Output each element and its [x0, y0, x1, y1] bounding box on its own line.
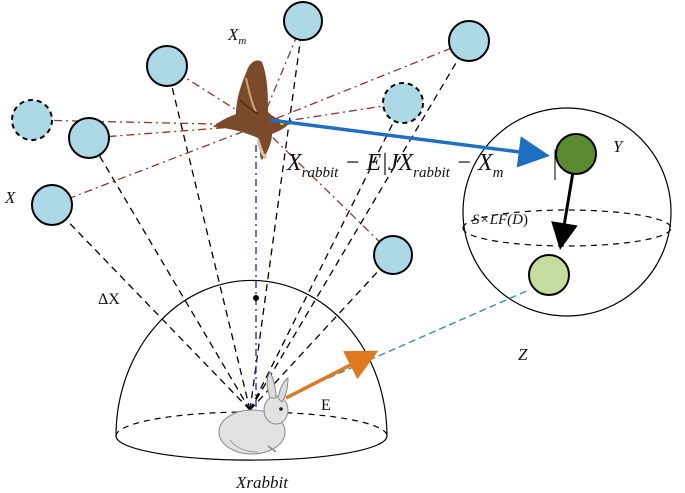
node	[448, 20, 490, 62]
search-sphere	[462, 107, 672, 317]
hawk-label: Xm	[227, 25, 246, 47]
e-label: E	[321, 397, 331, 414]
hawk-illustration	[213, 60, 290, 160]
rabbit-label: Xrabbit	[235, 473, 289, 492]
y-to-z-arrow	[551, 171, 578, 250]
candidate-nodes	[11, 1, 490, 275]
node	[373, 235, 413, 275]
x-label: X	[4, 188, 16, 207]
node	[31, 184, 73, 226]
orange-arrow	[285, 350, 379, 400]
update-equation: Xrabbit− E|JXrabbit− Xm	[286, 150, 504, 181]
rabbit-illustration	[218, 371, 289, 455]
z-label: Z	[518, 345, 528, 364]
levy-label: S×LF(D)	[472, 212, 528, 228]
node	[283, 1, 323, 41]
blue-arrow	[269, 118, 550, 168]
midpoint-dot	[253, 295, 259, 301]
delta-x-label: ΔX	[98, 291, 120, 308]
y-node	[555, 133, 597, 175]
node-left-dashed	[11, 99, 53, 141]
z-node	[528, 254, 570, 296]
node-right-dashed	[382, 82, 424, 124]
node	[146, 45, 188, 87]
y-label: Y	[613, 137, 624, 156]
node	[68, 117, 110, 159]
